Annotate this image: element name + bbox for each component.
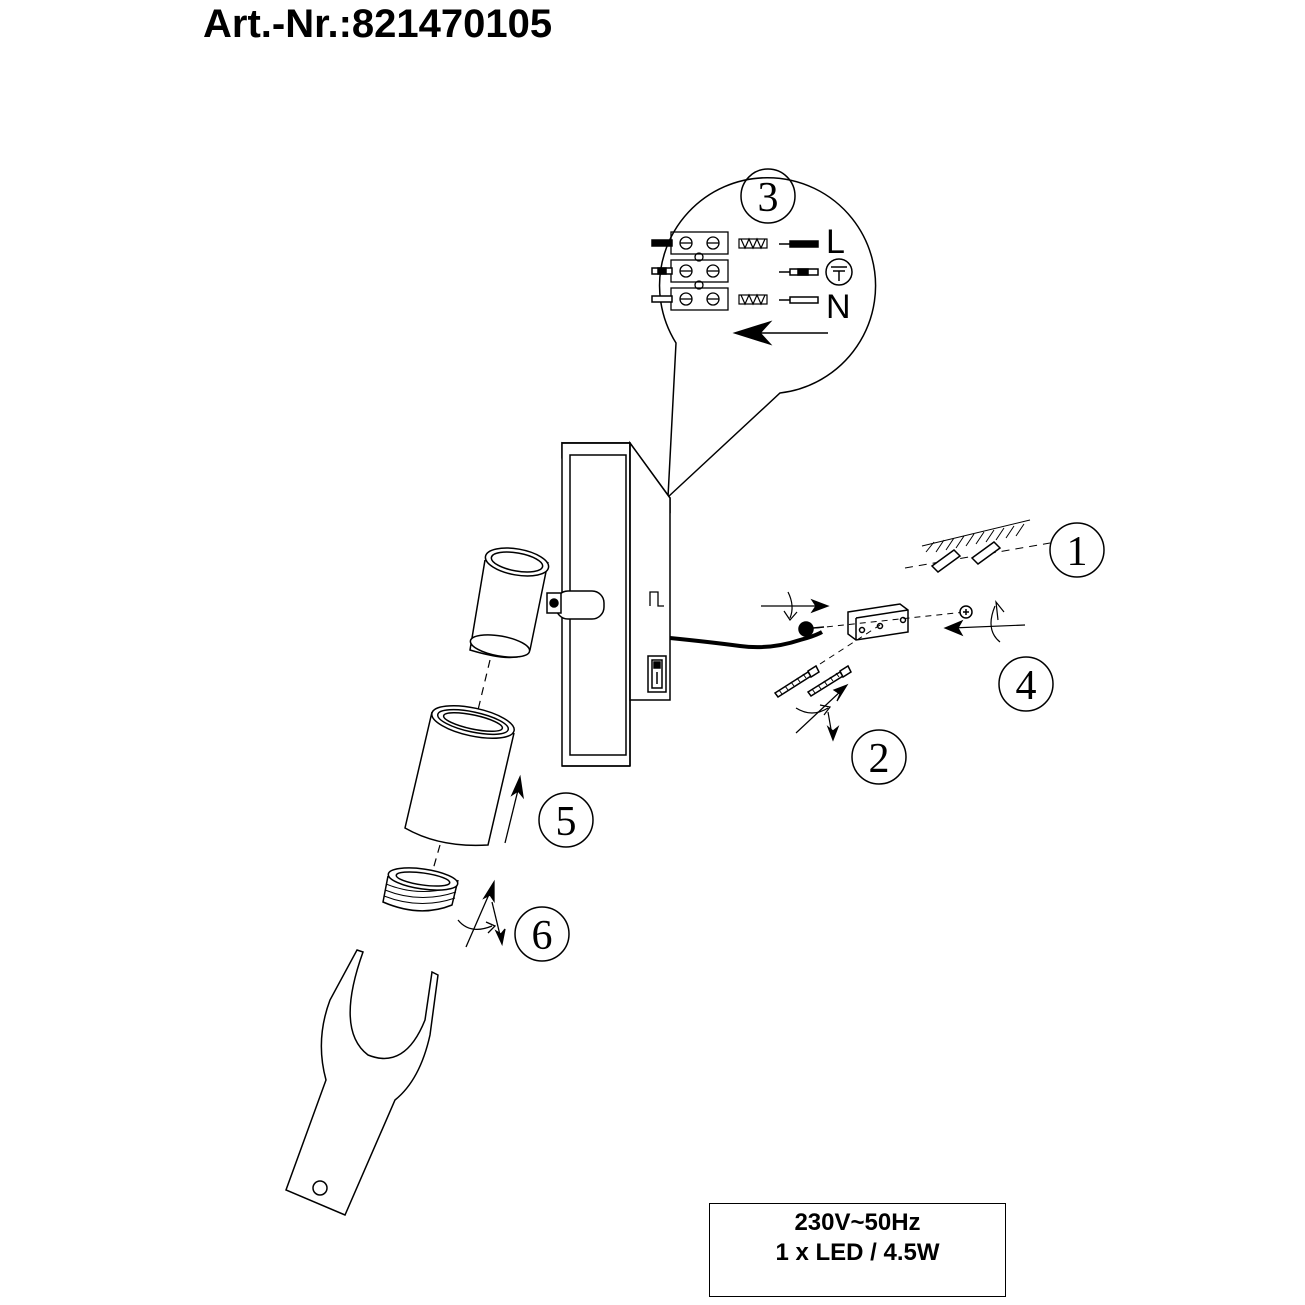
callout-3-label: 3 (758, 175, 779, 221)
callout-5-circle (538, 792, 594, 848)
wiring-detail-bubble: 3 (651, 168, 877, 499)
callout-2-label: 2 (869, 736, 890, 782)
callout-4-label: 4 (1016, 663, 1037, 709)
insert-arrow-icon (732, 320, 828, 346)
spotlight-head (469, 547, 605, 659)
lamp-cylinder (404, 705, 515, 847)
ground-symbol-icon (825, 258, 853, 286)
threaded-ring (382, 867, 459, 912)
push-up-arrow-icon (504, 774, 524, 844)
spec-box: 230V~50Hz 1 x LED / 4.5W (709, 1203, 1006, 1297)
bracket-screw-icon (798, 621, 825, 637)
voltage-spec: 230V~50Hz (794, 1209, 921, 1236)
rocker-switch[interactable] (647, 655, 667, 693)
screw-on-arrow-icon (457, 879, 506, 948)
wire-sleeves (738, 237, 768, 306)
article-number: Art.-Nr.:821470105 (203, 2, 553, 46)
fixture-wires (651, 239, 673, 303)
lamp-spec: 1 x LED / 4.5W (775, 1239, 940, 1266)
callout-2-circle (851, 729, 907, 785)
mains-wires (779, 240, 819, 304)
callout-3-circle (740, 168, 796, 224)
callout-6-circle (514, 906, 570, 962)
wood-screw-icon (773, 624, 881, 699)
bracket-axis (815, 611, 966, 629)
neutral-label: N (826, 288, 851, 326)
power-cable (669, 630, 823, 650)
earth-screw-icon (959, 605, 973, 619)
wall-plug-icon (930, 541, 1002, 573)
callout-1-circle (1049, 522, 1105, 578)
assembly-axis (477, 659, 491, 711)
callout-1-label: 1 (1067, 529, 1088, 575)
mounting-bracket (847, 603, 909, 641)
wrench-tool (285, 949, 439, 1216)
callout-4-circle (998, 656, 1054, 712)
callout-5-label: 5 (556, 799, 577, 845)
screw-rotate-arrow-icon (795, 683, 849, 742)
callout-6-label: 6 (532, 913, 553, 959)
rotate-arrow-icon (761, 591, 1026, 643)
live-label: L (826, 223, 845, 261)
